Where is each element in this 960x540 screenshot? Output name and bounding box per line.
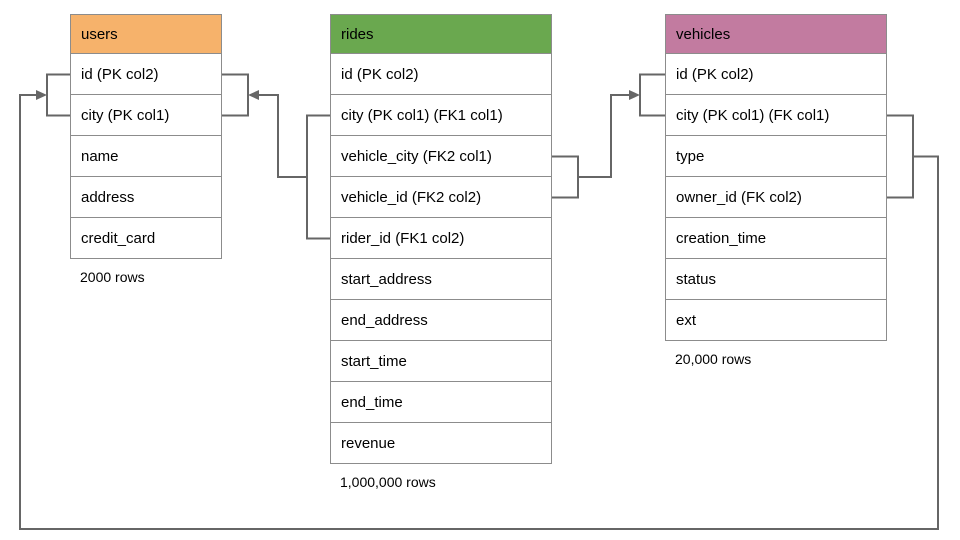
- vehicles-right-bracket: [887, 114, 914, 199]
- column-row: start_address: [330, 259, 552, 300]
- vehicles-left-bracket: [639, 73, 665, 117]
- column-row: id (PK col2): [330, 54, 552, 95]
- column-row: city (PK col1) (FK col1): [665, 95, 887, 136]
- column-row: status: [665, 259, 887, 300]
- column-row: vehicle_city (FK2 col1): [330, 136, 552, 177]
- column-row: city (PK col1): [70, 95, 222, 136]
- table-vehicles-header: vehicles: [665, 14, 887, 54]
- table-rides-rowcount: 1,000,000 rows: [340, 474, 436, 490]
- table-users-header: users: [70, 14, 222, 54]
- table-vehicles-rowcount: 20,000 rows: [675, 351, 752, 367]
- users-right-bracket: [222, 73, 249, 117]
- column-row: id (PK col2): [70, 54, 222, 95]
- rides-to-vehicles-connector: [578, 94, 629, 178]
- column-row: name: [70, 136, 222, 177]
- table-rides-header: rides: [330, 14, 552, 54]
- column-row: end_time: [330, 382, 552, 423]
- column-row: rider_id (FK1 col2): [330, 218, 552, 259]
- column-row: address: [70, 177, 222, 218]
- vehicles-to-users-arrowhead: [36, 90, 47, 100]
- column-row: end_address: [330, 300, 552, 341]
- table-users-rowcount: 2000 rows: [80, 269, 145, 285]
- rides-left-bracket: [306, 114, 330, 240]
- table-vehicles-columns: id (PK col2)city (PK col1) (FK col1)type…: [665, 54, 887, 341]
- column-row: start_time: [330, 341, 552, 382]
- column-row: creation_time: [665, 218, 887, 259]
- column-row: credit_card: [70, 218, 222, 259]
- table-rides-columns: id (PK col2)city (PK col1) (FK1 col1)veh…: [330, 54, 552, 464]
- column-row: ext: [665, 300, 887, 341]
- column-row: owner_id (FK col2): [665, 177, 887, 218]
- vehicles-to-users-connector: [19, 94, 939, 530]
- column-row: type: [665, 136, 887, 177]
- column-row: revenue: [330, 423, 552, 464]
- rides-right-bracket: [552, 155, 579, 199]
- users-left-bracket: [46, 73, 70, 117]
- rides-to-vehicles-arrowhead: [629, 90, 640, 100]
- rides-to-users-arrowhead: [248, 90, 259, 100]
- table-vehicles: vehicles id (PK col2)city (PK col1) (FK …: [665, 14, 887, 367]
- rides-to-users-connector: [258, 94, 307, 178]
- table-rides: rides id (PK col2)city (PK col1) (FK1 co…: [330, 14, 552, 490]
- column-row: city (PK col1) (FK1 col1): [330, 95, 552, 136]
- column-row: vehicle_id (FK2 col2): [330, 177, 552, 218]
- column-row: id (PK col2): [665, 54, 887, 95]
